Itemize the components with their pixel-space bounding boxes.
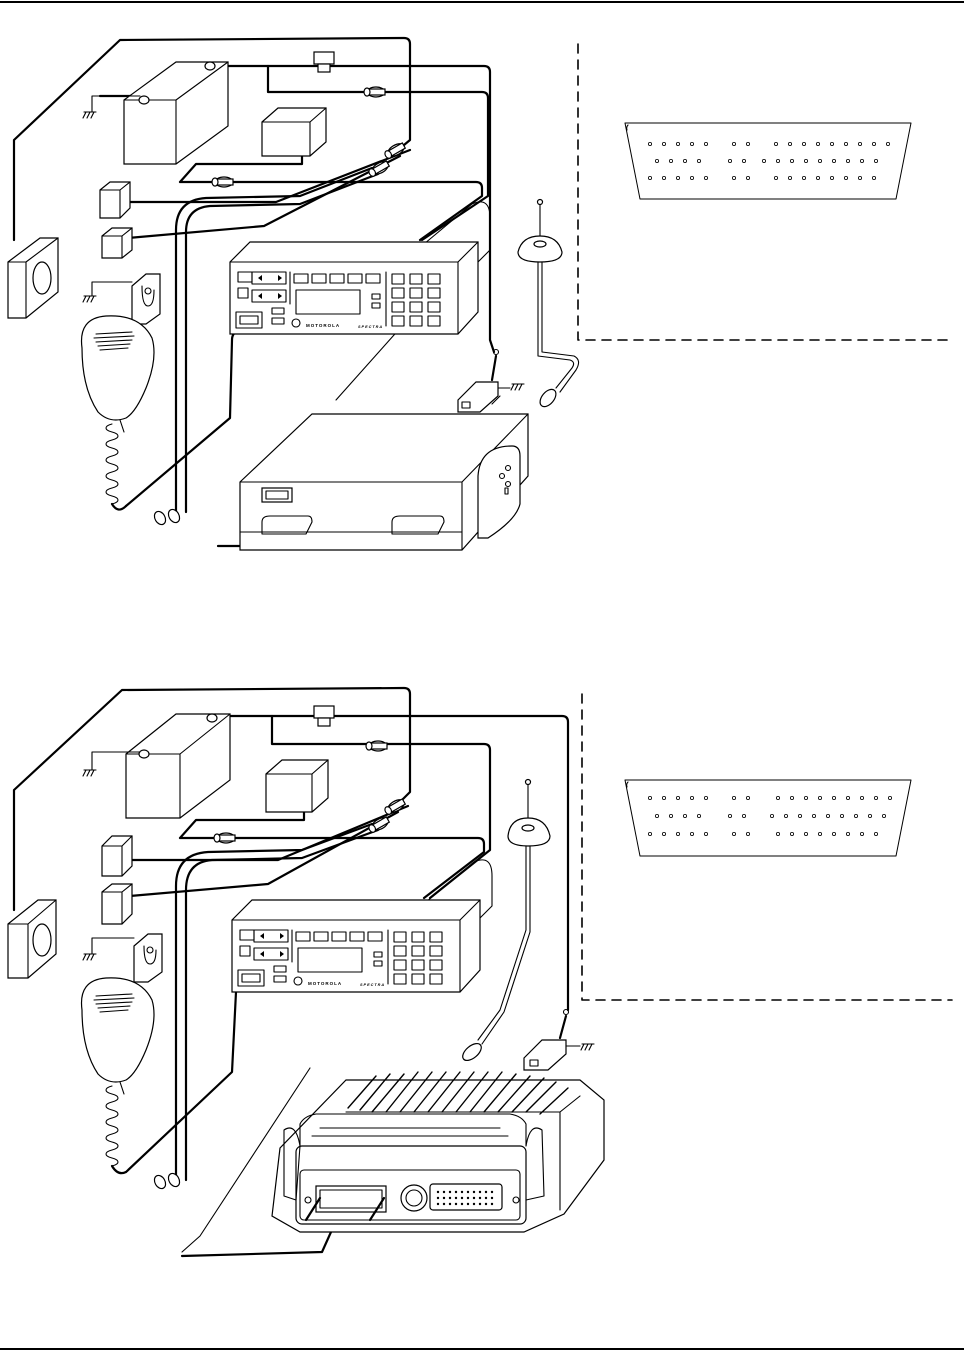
db25-connector-pinout [625,123,911,199]
model-label: SPECTRA [360,983,385,987]
speaker [8,238,58,318]
power-cable-connector [524,1010,580,1071]
battery [126,714,230,818]
horn-relay [102,228,132,258]
brand-label: MOTOROLA [306,323,340,328]
horn-relay [102,884,132,924]
microphone-coil-cord [106,424,118,504]
rf-plug-left [152,507,182,526]
ignition-sense-box [266,760,328,812]
db25-connector-pinout [625,780,911,856]
bottom-wiring-diagram: MOTOROLA SPECTRA [8,688,952,1256]
control-head: MOTOROLA SPECTRA [230,242,478,334]
microphone-hang-up-clip [132,274,160,324]
microphone [82,316,155,432]
top-wiring-diagram: MOTOROLA SPECTRA [8,38,950,550]
fuse-holder [314,706,334,726]
dash-mount-radio [272,1072,604,1232]
model-label: SPECTRA [358,325,383,329]
emergency-switch [102,836,132,876]
rf-plug-left [152,1171,182,1190]
speaker [8,900,56,978]
microphone-hang-up-clip [134,934,162,982]
emergency-switch [100,182,130,218]
power-cable-connector [458,350,510,413]
microphone-coil-cord [106,1086,118,1166]
ignition-sense-box [262,108,326,156]
fuse-holder [314,52,334,72]
brand-label: MOTOROLA [308,981,342,986]
microphone [82,978,155,1094]
trunk-mount-radio [240,414,528,550]
ground-symbol [83,112,96,118]
mobile-antenna [518,200,579,410]
control-head: MOTOROLA SPECTRA [232,900,480,992]
battery [124,62,228,164]
